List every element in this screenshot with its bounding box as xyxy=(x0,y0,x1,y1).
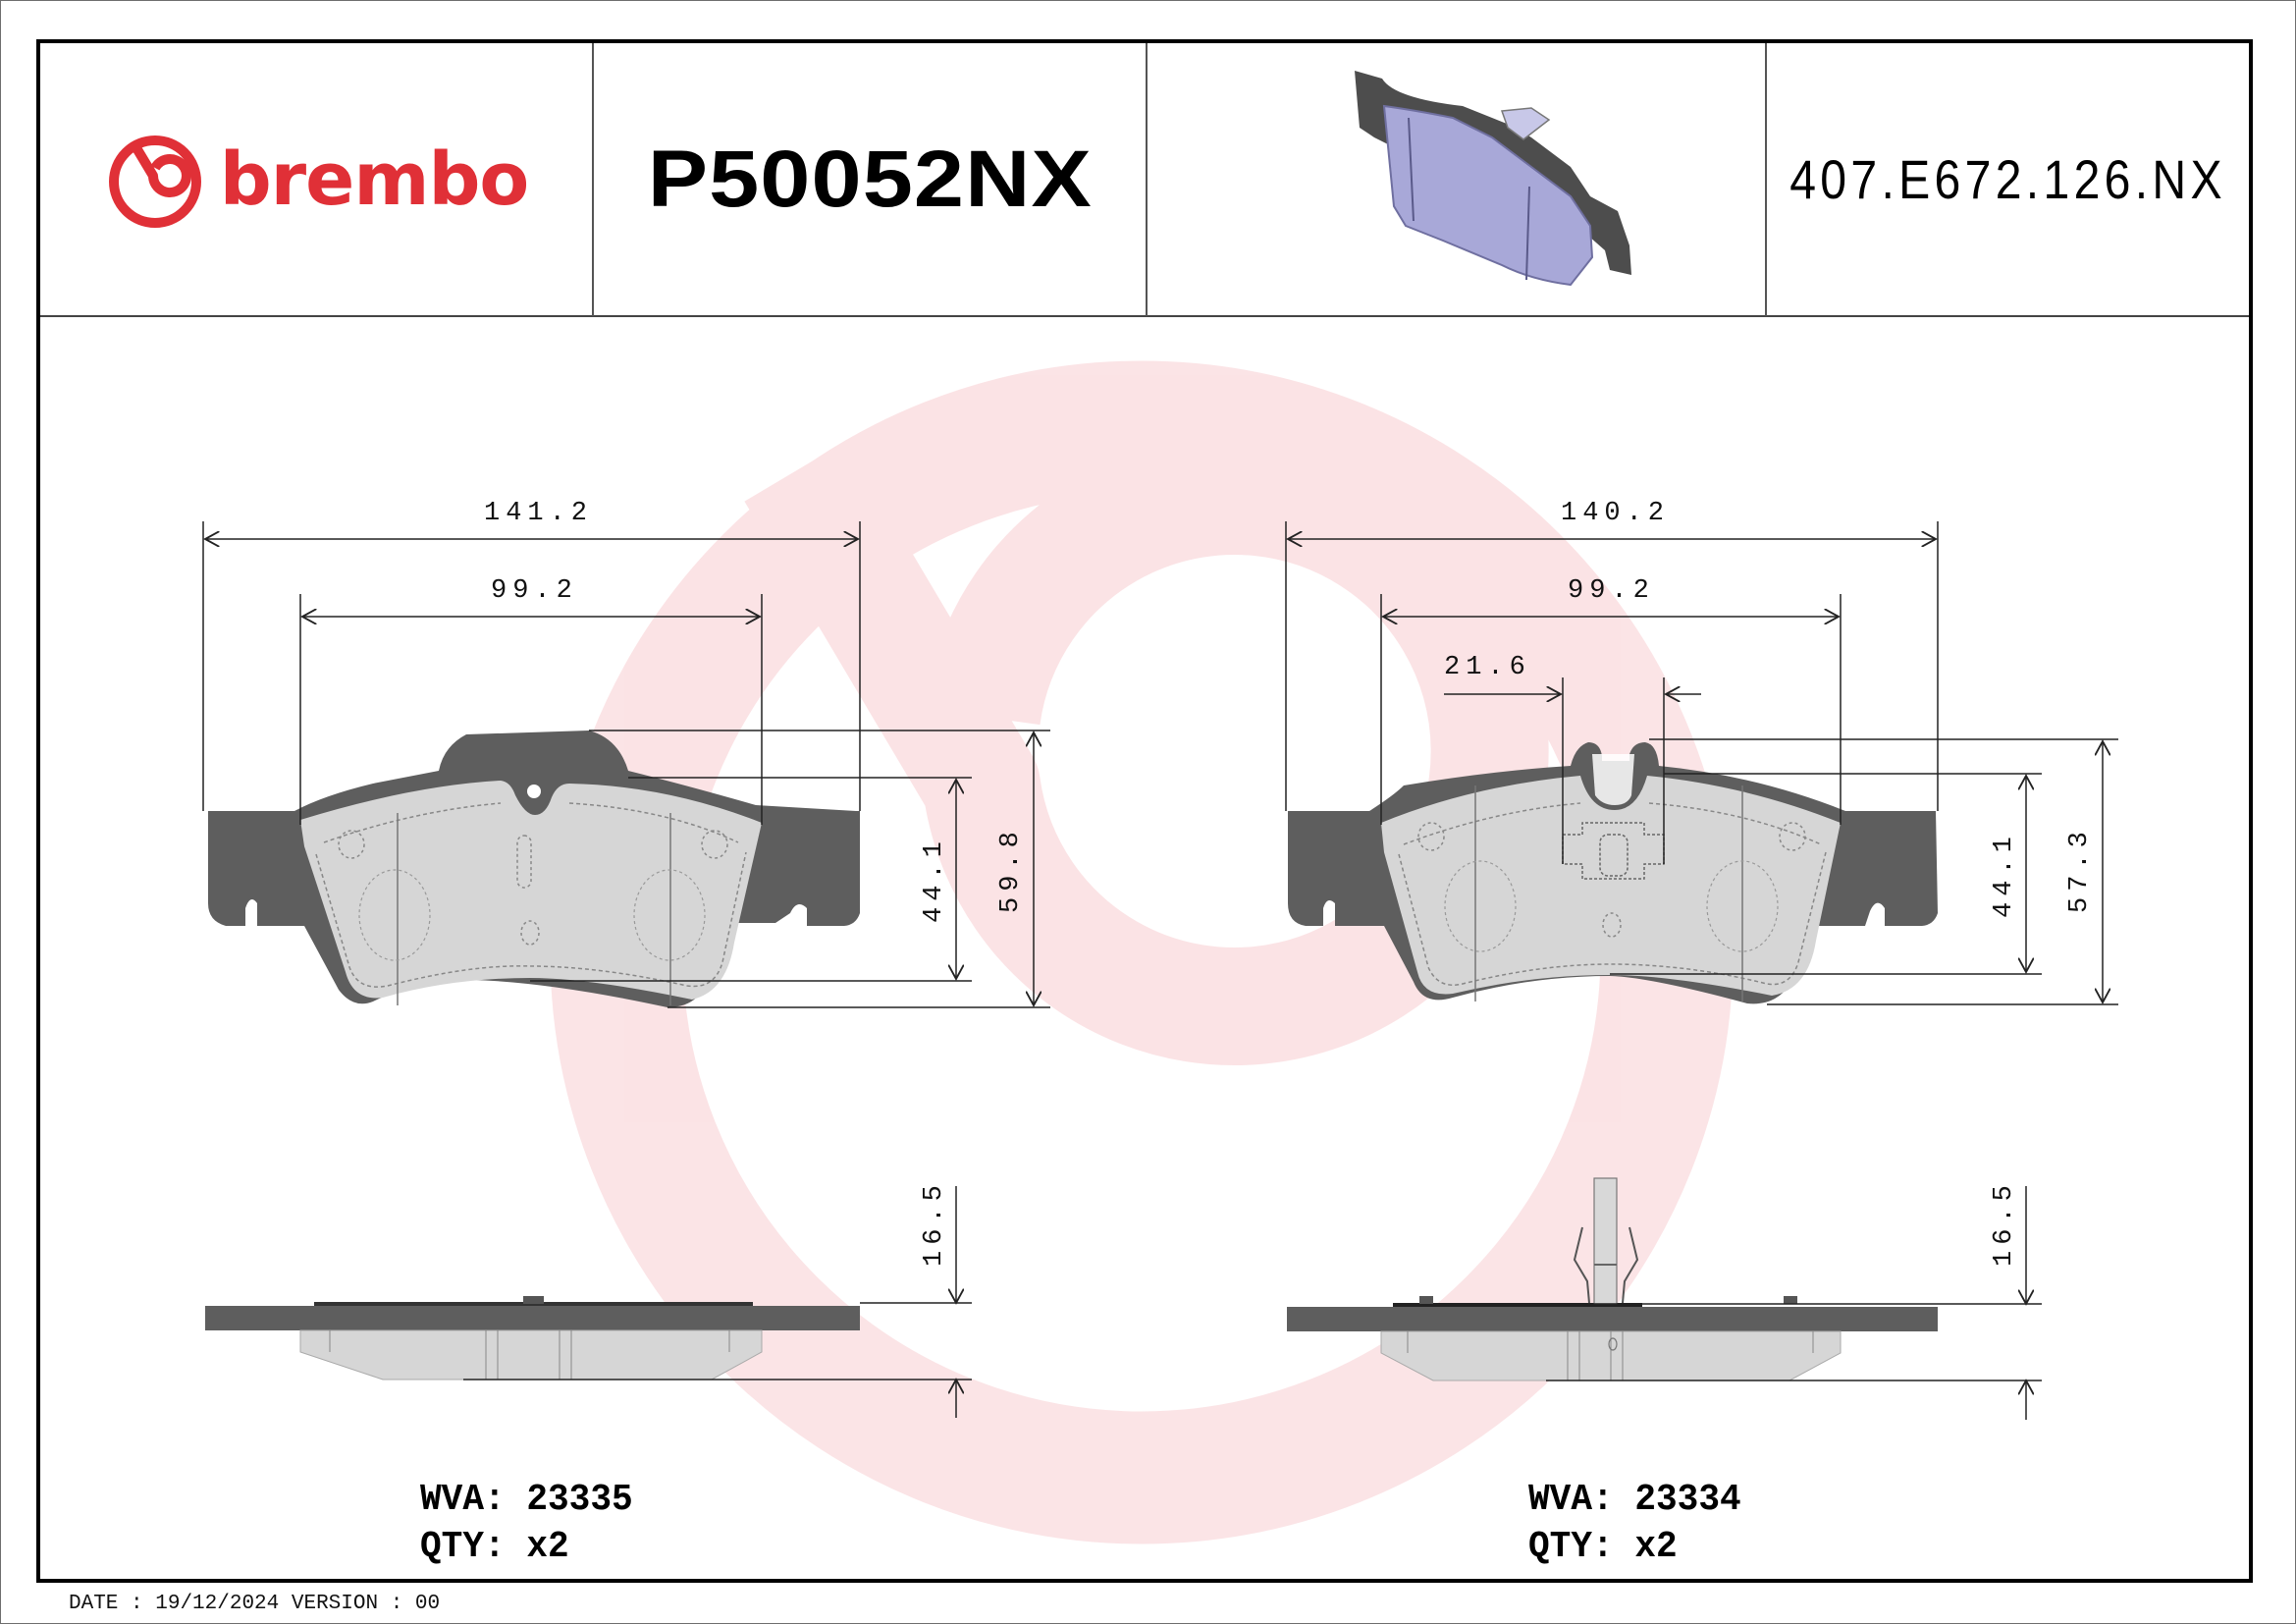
left-pad-side-view xyxy=(205,1296,860,1380)
brembo-logo-icon xyxy=(108,135,201,228)
part-number-cell: P50052NX xyxy=(594,43,1146,315)
part-number: P50052NX xyxy=(647,134,1093,224)
date-label: DATE : xyxy=(69,1593,143,1615)
version-label: VERSION : xyxy=(291,1593,403,1615)
header-divider xyxy=(40,315,2249,317)
right-pad-side-view xyxy=(1287,1177,1938,1381)
wva-value: 23334 xyxy=(1634,1479,1741,1521)
left-qty-line: QTY: x2 xyxy=(420,1526,569,1568)
qty-label: QTY: xyxy=(1528,1526,1614,1568)
dim-right-friction-height: 44.1 xyxy=(1990,831,2019,918)
dim-right-friction-width: 99.2 xyxy=(1568,576,1655,606)
wva-label: WVA: xyxy=(420,1479,506,1521)
right-pad-top-view xyxy=(1288,742,1938,1004)
dim-right-thickness: 16.5 xyxy=(1990,1179,2019,1267)
right-qty-line: QTY: x2 xyxy=(1528,1526,1678,1568)
dim-left-overall-height: 59.8 xyxy=(996,826,1026,913)
dim-left-thickness: 16.5 xyxy=(920,1179,949,1267)
dim-right-overall-height: 57.3 xyxy=(2065,826,2095,913)
left-wva-line: WVA: 23335 xyxy=(420,1479,633,1521)
header-column-divider-1 xyxy=(592,43,594,316)
qty-label: QTY: xyxy=(420,1526,506,1568)
dim-left-friction-height: 44.1 xyxy=(920,836,949,923)
oe-reference-cell: 407.E672.126.NX xyxy=(1767,43,2249,315)
right-dimension-lines xyxy=(1285,521,2118,1005)
left-thickness-dimension xyxy=(463,1186,972,1418)
footer-metadata: DATE : 19/12/2024 VERSION : 00 xyxy=(69,1593,440,1615)
date-value: 19/12/2024 xyxy=(155,1593,280,1615)
left-dimension-lines xyxy=(202,521,1050,1008)
right-wva-line: WVA: 23334 xyxy=(1528,1479,1741,1521)
oe-reference-number: 407.E672.126.NX xyxy=(1789,148,2226,210)
brand-logo: brembo xyxy=(40,43,592,315)
dim-left-overall-width: 141.2 xyxy=(484,499,594,528)
header-column-divider-3 xyxy=(1765,43,1767,316)
header-column-divider-2 xyxy=(1146,43,1148,316)
qty-value: x2 xyxy=(526,1526,569,1568)
dim-right-sensor-offset: 21.6 xyxy=(1444,653,1531,682)
qty-value: x2 xyxy=(1634,1526,1678,1568)
wva-value: 23335 xyxy=(526,1479,633,1521)
brand-name: brembo xyxy=(219,136,530,222)
wva-label: WVA: xyxy=(1528,1479,1614,1521)
dim-left-friction-width: 99.2 xyxy=(491,576,578,606)
version-value: 00 xyxy=(414,1593,441,1615)
right-thickness-dimension xyxy=(1546,1186,2042,1420)
drawing-frame xyxy=(36,39,2253,1583)
dim-right-overall-width: 140.2 xyxy=(1561,499,1671,528)
brake-pad-render-icon xyxy=(1355,71,1631,287)
left-pad-top-view xyxy=(208,731,860,1007)
